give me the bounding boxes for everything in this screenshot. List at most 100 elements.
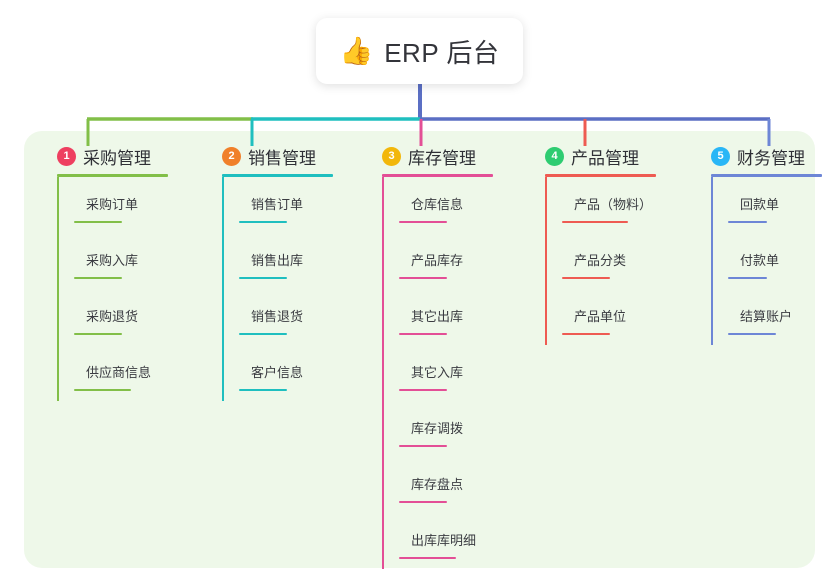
list-item[interactable]: 其它出库 (382, 289, 493, 345)
list-item[interactable]: 产品（物料） (545, 177, 656, 233)
list-item[interactable]: 付款单 (711, 233, 822, 289)
list-item-underline (728, 221, 767, 223)
list-item[interactable]: 销售订单 (222, 177, 333, 233)
list-item-label: 产品分类 (574, 253, 627, 268)
list-item[interactable]: 采购入库 (57, 233, 168, 289)
list-item[interactable]: 出库库明细 (382, 513, 493, 569)
column-1: 1 采购管理采购订单采购入库采购退货供应商信息 (40, 143, 168, 401)
item-connector-stem (57, 345, 59, 401)
list-item-underline (74, 277, 122, 279)
list-item-label: 采购退货 (86, 309, 139, 324)
item-connector-stem (545, 177, 547, 233)
list-item-underline (74, 333, 122, 335)
item-connector-stem (711, 177, 713, 233)
list-item-label: 出库库明细 (411, 533, 477, 548)
list-item-underline (728, 277, 767, 279)
item-connector-stem (711, 233, 713, 289)
list-item[interactable]: 库存盘点 (382, 457, 493, 513)
column-title: 库存管理 (408, 148, 476, 168)
list-item-underline (239, 221, 287, 223)
column-header-underline (711, 174, 822, 177)
item-connector-stem (57, 233, 59, 289)
item-connector-stem (711, 289, 713, 345)
list-item-underline (562, 277, 610, 279)
column-2: 2 销售管理销售订单销售出库销售退货客户信息 (205, 143, 333, 401)
list-item[interactable]: 客户信息 (222, 345, 333, 401)
column-header-underline (222, 174, 333, 177)
list-item-underline (399, 445, 447, 447)
list-item-underline (239, 333, 287, 335)
list-item-label: 销售退货 (251, 309, 304, 324)
list-item-label: 供应商信息 (86, 365, 152, 380)
list-item[interactable]: 其它入库 (382, 345, 493, 401)
root-node-card[interactable]: 👍 ERP 后台 (316, 18, 523, 84)
column-title: 采购管理 (83, 148, 151, 168)
list-item[interactable]: 产品库存 (382, 233, 493, 289)
list-item-underline (562, 221, 628, 223)
list-item-label: 库存盘点 (411, 477, 464, 492)
list-item[interactable]: 结算账户 (711, 289, 822, 345)
column-title: 销售管理 (248, 148, 316, 168)
column-header-2[interactable]: 2 销售管理 (205, 143, 333, 169)
list-item-label: 销售订单 (251, 197, 304, 212)
column-items: 销售订单销售出库销售退货客户信息 (205, 177, 333, 401)
list-item[interactable]: 产品单位 (545, 289, 656, 345)
item-connector-stem (222, 345, 224, 401)
list-item-label: 库存调拨 (411, 421, 464, 436)
diagram-panel (24, 131, 815, 568)
item-connector-stem (382, 513, 384, 569)
column-badge-icon: 2 (222, 146, 241, 166)
list-item-label: 仓库信息 (411, 197, 464, 212)
list-item-underline (239, 389, 287, 391)
column-items: 采购订单采购入库采购退货供应商信息 (40, 177, 168, 401)
list-item-label: 销售出库 (251, 253, 304, 268)
column-title: 财务管理 (737, 148, 805, 168)
root-title: ERP 后台 (384, 37, 500, 68)
list-item-label: 产品单位 (574, 309, 627, 324)
list-item-underline (74, 389, 131, 391)
list-item[interactable]: 库存调拨 (382, 401, 493, 457)
item-connector-stem (57, 177, 59, 233)
thumbs-up-icon: 👍 (339, 35, 374, 66)
list-item[interactable]: 销售出库 (222, 233, 333, 289)
item-connector-stem (382, 233, 384, 289)
list-item[interactable]: 回款单 (711, 177, 822, 233)
column-title: 产品管理 (571, 148, 639, 168)
list-item-underline (399, 221, 447, 223)
column-header-underline (545, 174, 656, 177)
list-item[interactable]: 销售退货 (222, 289, 333, 345)
list-item-underline (399, 389, 447, 391)
list-item[interactable]: 采购退货 (57, 289, 168, 345)
list-item-label: 产品库存 (411, 253, 464, 268)
column-header-1[interactable]: 1 采购管理 (40, 143, 168, 169)
list-item-label: 采购订单 (86, 197, 139, 212)
list-item-label: 付款单 (740, 253, 780, 268)
column-header-3[interactable]: 3 库存管理 (365, 143, 493, 169)
list-item-underline (399, 277, 447, 279)
column-badge-icon: 1 (57, 146, 76, 166)
list-item[interactable]: 采购订单 (57, 177, 168, 233)
list-item[interactable]: 仓库信息 (382, 177, 493, 233)
item-connector-stem (382, 289, 384, 345)
item-connector-stem (382, 457, 384, 513)
column-items: 产品（物料） 产品分类产品单位 (528, 177, 656, 345)
list-item-label: 其它出库 (411, 309, 464, 324)
list-item-underline (399, 557, 456, 559)
item-connector-stem (382, 177, 384, 233)
item-connector-stem (222, 289, 224, 345)
column-3: 3 库存管理仓库信息产品库存其它出库其它入库库存调拨库存盘点出库库明细 (365, 143, 493, 569)
item-connector-stem (545, 289, 547, 345)
list-item-underline (562, 333, 610, 335)
list-item-label: 客户信息 (251, 365, 304, 380)
list-item[interactable]: 产品分类 (545, 233, 656, 289)
column-header-underline (382, 174, 493, 177)
column-badge-icon: 3 (382, 146, 401, 166)
list-item[interactable]: 供应商信息 (57, 345, 168, 401)
list-item-underline (728, 333, 776, 335)
list-item-underline (74, 221, 122, 223)
list-item-label: 其它入库 (411, 365, 464, 380)
